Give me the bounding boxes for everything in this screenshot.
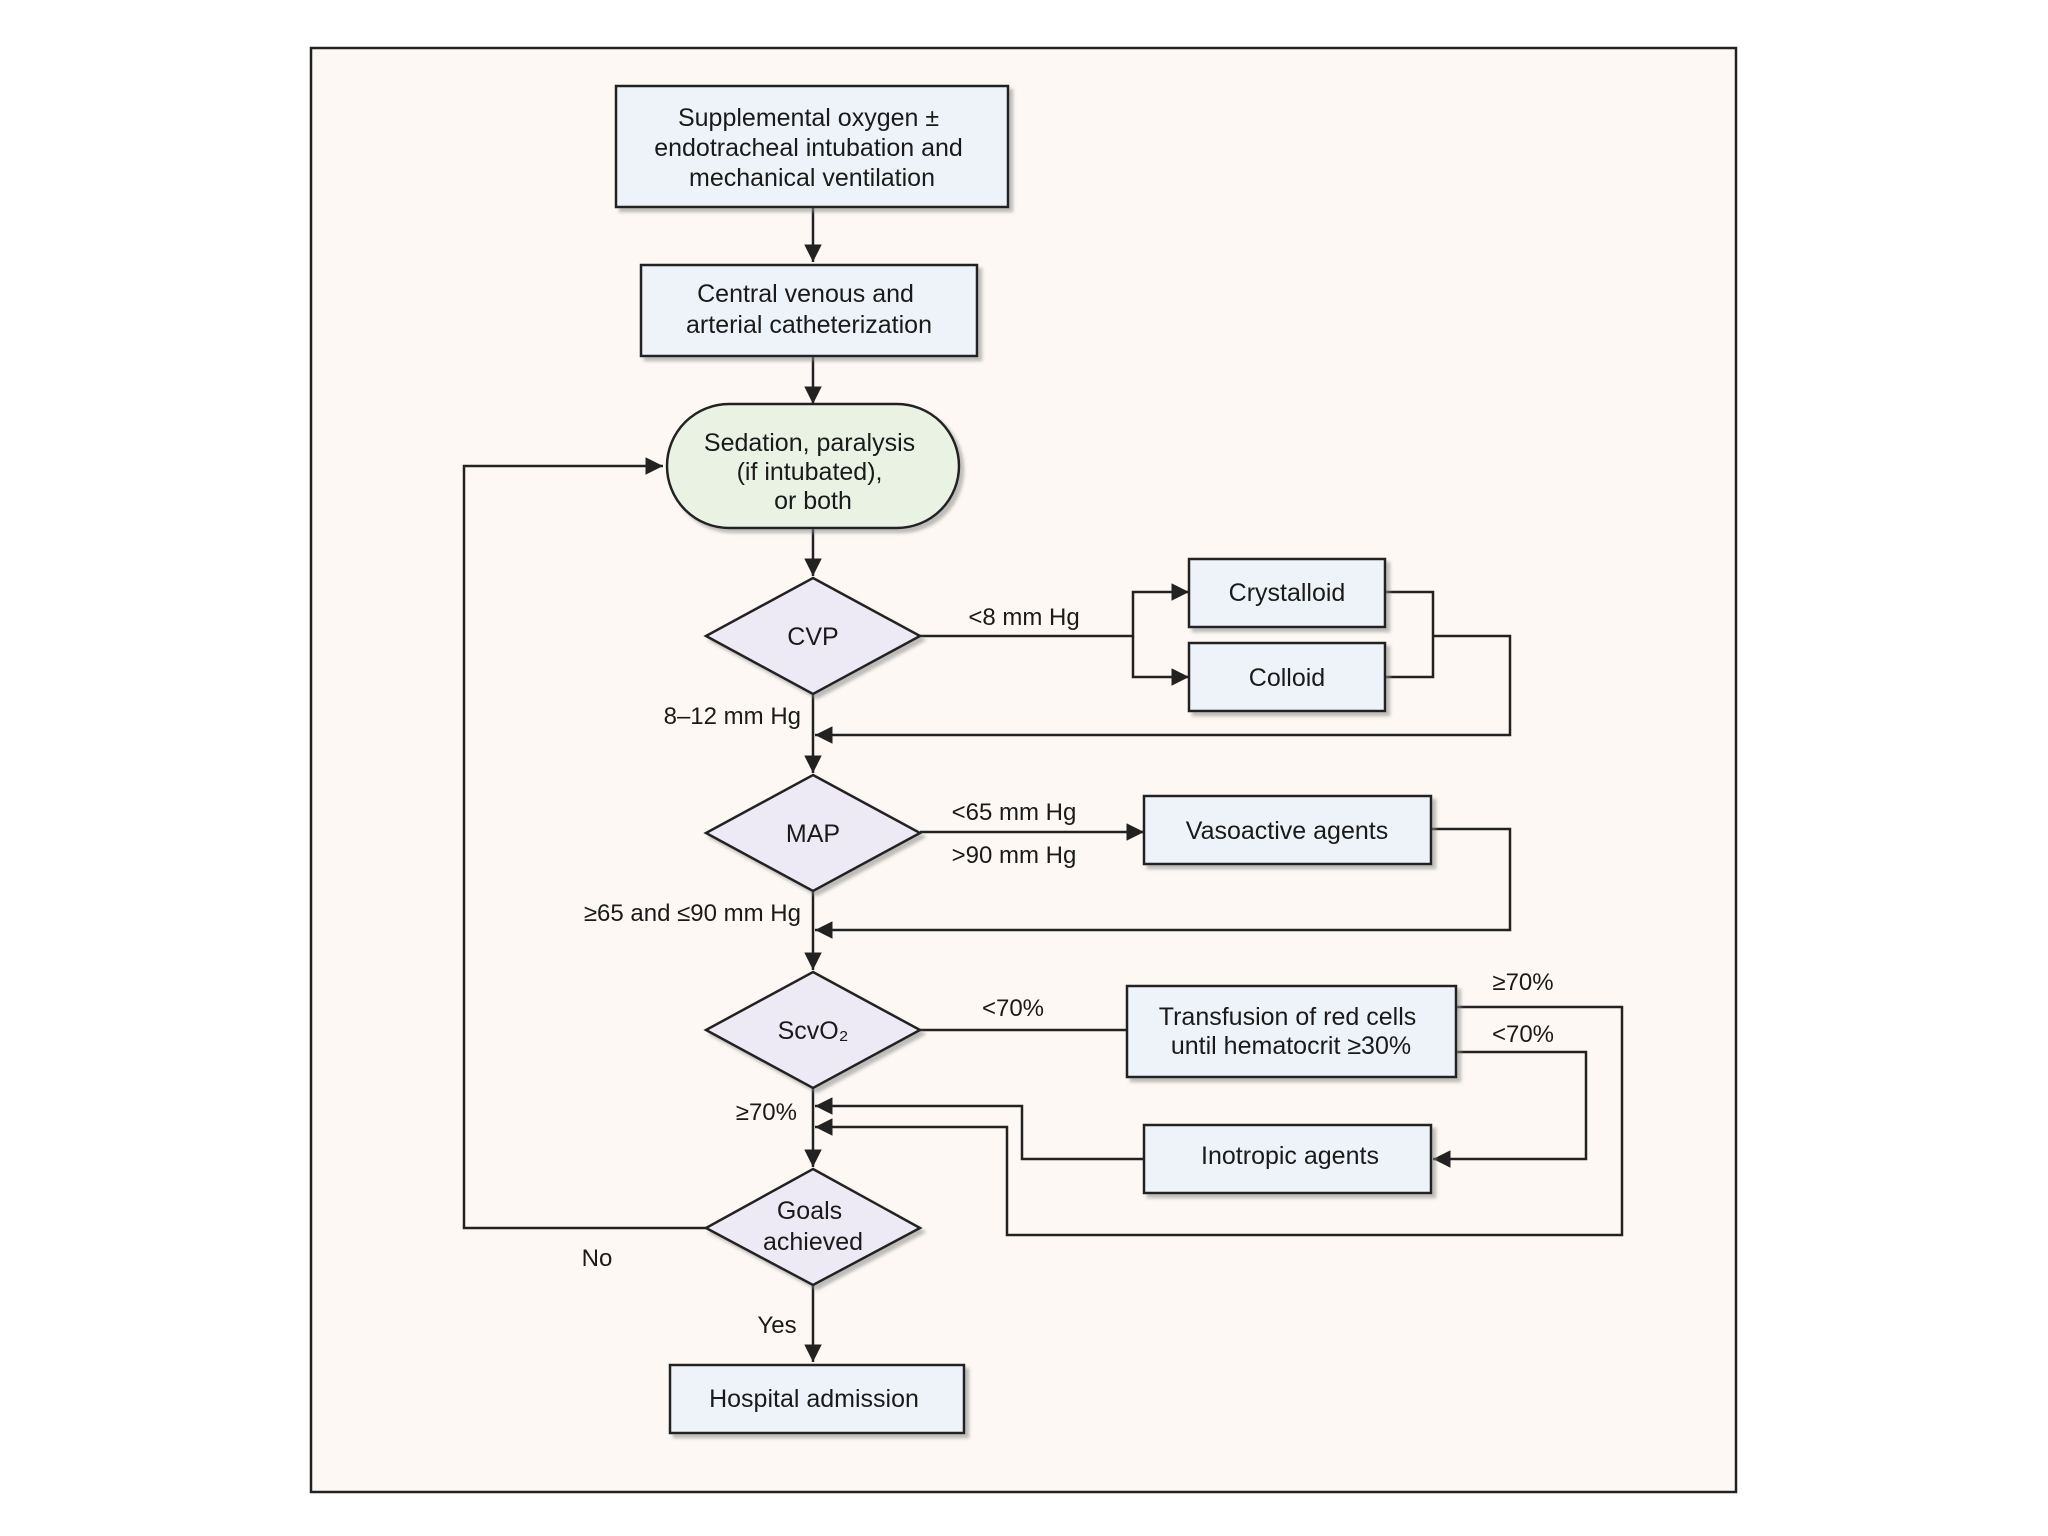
transfusion-line-2: until hematocrit ≥30% bbox=[1171, 1032, 1411, 1060]
catheterization-label: Central venous and arterial catheterizat… bbox=[686, 280, 932, 339]
transfusion-box bbox=[1125, 984, 1458, 1079]
connectors bbox=[462, 208, 1624, 1362]
cvp-label: CVP bbox=[787, 623, 838, 651]
goals-no-label: No bbox=[582, 1245, 613, 1272]
transfusion-label: Transfusion of red cells until hematocri… bbox=[1159, 1003, 1423, 1060]
map-ok-label: ≥65 and ≤90 mm Hg bbox=[584, 900, 801, 927]
scvo2-decision bbox=[703, 970, 923, 1090]
goals-line-1: Goals bbox=[777, 1197, 842, 1225]
crystalloid-return bbox=[1385, 590, 1435, 679]
scvo2-low-label: <70% bbox=[982, 995, 1044, 1022]
nodes bbox=[614, 84, 1458, 1435]
scvo2-label: ScvO₂ bbox=[778, 1017, 849, 1045]
transfusion-line-1: Transfusion of red cells bbox=[1159, 1003, 1417, 1031]
map-low-label: <65 mm Hg bbox=[952, 799, 1077, 826]
catheterization-line-1: Central venous and bbox=[697, 280, 914, 308]
goals-label: Goals achieved bbox=[763, 1197, 863, 1256]
colloid-label: Colloid bbox=[1249, 664, 1325, 692]
crystalloid-label: Crystalloid bbox=[1229, 579, 1346, 607]
inotropic-return bbox=[815, 1097, 1144, 1161]
transfusion-ok-label: ≥70% bbox=[1492, 969, 1553, 996]
sedation-line-1: Sedation, paralysis bbox=[704, 429, 915, 457]
arrow-transfusion-to-inotropic bbox=[1433, 1050, 1588, 1168]
goals-decision bbox=[703, 1167, 923, 1287]
inotropic-label: Inotropic agents bbox=[1201, 1142, 1379, 1170]
vasoactive-box bbox=[1142, 794, 1433, 866]
vasoactive-return-to-scvo2 bbox=[815, 827, 1512, 939]
arrow-cvp-to-colloid bbox=[1131, 636, 1189, 686]
fluid-return-to-map bbox=[815, 634, 1512, 744]
supplemental-oxygen-label: Supplemental oxygen ± endotracheal intub… bbox=[654, 104, 970, 192]
vasoactive-label: Vasoactive agents bbox=[1186, 817, 1388, 845]
cvp-decision bbox=[703, 576, 923, 696]
goals-no-loop-to-sedation bbox=[462, 457, 706, 1230]
transfusion-high-return bbox=[815, 1005, 1624, 1237]
goals-yes-label: Yes bbox=[757, 1312, 796, 1339]
map-label: MAP bbox=[786, 820, 840, 848]
supplemental-oxygen-line-2: endotracheal intubation and bbox=[654, 134, 963, 162]
inotropic-box bbox=[1142, 1123, 1433, 1195]
hospital-admission-label: Hospital admission bbox=[709, 1385, 919, 1413]
catheterization-box bbox=[639, 263, 979, 358]
node-labels: Supplemental oxygen ± endotracheal intub… bbox=[654, 104, 1423, 1413]
hospital-admission-box bbox=[668, 1363, 966, 1435]
diagram-panel bbox=[309, 46, 1738, 1494]
sedation-terminal bbox=[665, 402, 961, 530]
map-high-label: >90 mm Hg bbox=[952, 842, 1077, 869]
crystalloid-box bbox=[1187, 557, 1387, 629]
cvp-ok-label: 8–12 mm Hg bbox=[664, 703, 801, 730]
supplemental-oxygen-box bbox=[614, 84, 1010, 209]
map-decision bbox=[703, 773, 923, 893]
scvo2-ok-label: ≥70% bbox=[736, 1099, 797, 1126]
catheterization-line-2: arterial catheterization bbox=[686, 311, 932, 339]
sedation-line-3: or both bbox=[774, 487, 852, 515]
sedation-line-2: (if intubated), bbox=[737, 458, 883, 486]
goals-line-2: achieved bbox=[763, 1228, 863, 1256]
cvp-low-label: <8 mm Hg bbox=[968, 604, 1079, 631]
transfusion-low-label: <70% bbox=[1492, 1021, 1554, 1048]
arrow-cvp-to-crystalloid bbox=[920, 583, 1189, 638]
supplemental-oxygen-line-3: mechanical ventilation bbox=[689, 164, 935, 192]
sedation-label: Sedation, paralysis (if intubated), or b… bbox=[704, 429, 922, 515]
edge-labels: <8 mm Hg 8–12 mm Hg <65 mm Hg >90 mm Hg … bbox=[582, 604, 1554, 1339]
colloid-box bbox=[1187, 641, 1387, 713]
supplemental-oxygen-line-1: Supplemental oxygen ± bbox=[678, 104, 939, 132]
